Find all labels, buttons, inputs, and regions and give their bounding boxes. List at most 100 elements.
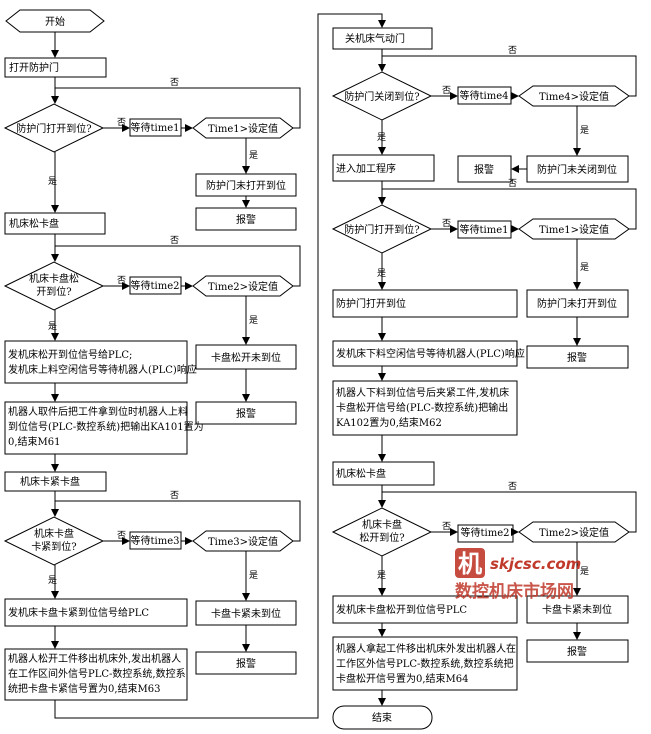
alarm1-label: 报警 [236, 213, 256, 226]
yes-label: 是 [48, 176, 57, 187]
yes-label: 是 [580, 125, 589, 136]
yes-label: 是 [377, 132, 386, 143]
no-label: 否 [508, 45, 517, 56]
door-open-q-label: 防护门打开到位? [16, 122, 91, 135]
no-label: 否 [170, 235, 179, 246]
chuck-loose2-q-label-1: 机床卡盘 [362, 518, 402, 531]
yes-label: 是 [249, 570, 258, 581]
send-loose-box [4, 340, 188, 384]
chuck-loosen2-box [332, 461, 435, 486]
alarm6-box [526, 639, 629, 663]
wait-time2-label: 等待time2 [131, 279, 180, 292]
alarm2-label: 报警 [236, 407, 256, 420]
chuck-clamp-label: 机床卡紧卡盘 [20, 475, 80, 488]
enter-process-label: 进入加工程序 [336, 162, 396, 175]
chuck-loose2-decision [331, 507, 433, 557]
enter-process-box [332, 154, 435, 182]
door-open-ok-label: 防护门打开到位 [336, 297, 406, 310]
no-label: 否 [117, 117, 126, 128]
yes-label: 是 [377, 570, 386, 581]
send-clamp-box [4, 598, 188, 627]
start-terminal [5, 9, 105, 33]
yes-label: 是 [580, 566, 589, 577]
send-loose2-label: 发机床卡盘松开到位信号PLC [336, 603, 467, 616]
no-label: 否 [442, 85, 451, 96]
wait-time1-label: 等待time1 [131, 121, 180, 134]
end-label: 结束 [372, 711, 392, 724]
wait-time3-label: 等待time3 [131, 534, 180, 547]
yes-label: 是 [580, 262, 589, 273]
no-label: 否 [170, 490, 179, 501]
send-unload-box [332, 340, 518, 367]
wait-time2b-label: 等待time2 [461, 526, 510, 539]
alarm3-box [195, 651, 297, 675]
watermark-url: skjcsc.com [490, 555, 581, 573]
yes-label: 是 [377, 268, 386, 279]
alarm5-box [526, 345, 629, 369]
time2b-label: Time2>设定值 [539, 526, 609, 539]
close-door-label: 关机床气动门 [345, 32, 405, 45]
door-not-closed-label: 防护门未关闭到位 [537, 163, 617, 176]
watermark-logo-char: 机 [458, 550, 482, 578]
time1-label: Time1>设定值 [208, 122, 278, 135]
connectors [51, 13, 637, 719]
chuck-loose-q-label-2: 开到位? [36, 285, 71, 298]
robot-load-label-3: KA102置为0,结束M62 [336, 416, 442, 429]
door-not-open-label: 防护门未打开到位 [206, 179, 286, 192]
chuck-not-clamp-label: 卡盘卡紧未到位 [211, 607, 281, 620]
door-open-ok-box [332, 289, 518, 318]
robot-unload-label-2: 工作区外信号PLC-数控系统,数控系统把 [336, 657, 514, 670]
robot-load-label-2: 卡盘松开信号给(PLC-数控系统)把输出 [336, 401, 508, 414]
wait-time4-label: 等待time4 [460, 89, 509, 102]
watermark-logo-block [455, 548, 485, 578]
time3-label: Time3>设定值 [208, 535, 278, 548]
alarm3-label: 报警 [236, 657, 256, 670]
robot-leave-label-3: 统把卡盘卡紧信号置为0,结束M63 [8, 682, 161, 695]
chuck-loose-q-label-1: 机床卡盘松 [29, 272, 79, 285]
chuck-loosen2-label: 机床松卡盘 [336, 467, 386, 480]
no-label: 否 [442, 521, 451, 532]
chuck-loosen-label: 机床松卡盘 [9, 217, 59, 230]
time1b-label: Time1>设定值 [539, 223, 609, 236]
wait-time1b-label: 等待time1 [460, 223, 509, 236]
chuck-loose2-q-label-2: 松开到位? [359, 531, 404, 544]
send-loose-label-2: 发机床上料空闲信号等待机器人(PLC)响应 [8, 363, 197, 376]
yes-label: 是 [249, 150, 258, 161]
door-open2-q-label: 防护门打开到位? [344, 223, 419, 236]
alarm4-label: 报警 [474, 163, 494, 176]
no-label: 否 [170, 77, 179, 88]
yes-label: 是 [48, 575, 57, 586]
door-not-open2-label: 防护门未打开到位 [537, 297, 617, 310]
end-terminal [332, 705, 433, 730]
chuck-clamp-decision [3, 516, 105, 566]
send-loose-label-1: 发机床松开到位信号给PLC; [8, 348, 132, 361]
robot-pick-label-2: 到位信号(PLC-数控系统)把输出KA101置为 [8, 420, 204, 433]
time4-label: Time4>设定值 [539, 90, 609, 103]
no-label: 否 [117, 530, 126, 541]
chuck-not-loose2-label: 卡盘卡紧未到位 [542, 603, 612, 616]
chuck-clamp-q-label-1: 机床卡盘 [34, 527, 74, 540]
robot-pick-box [4, 401, 188, 455]
time2-label: Time2>设定值 [208, 280, 278, 293]
chuck-clamp-q-label-2: 卡紧到位? [31, 540, 76, 553]
alarm2-box [195, 401, 297, 425]
no-label: 否 [508, 481, 517, 492]
start-label: 开始 [45, 15, 65, 28]
robot-load-label-1: 机器人下料到位信号后夹紧工件,发机床 [336, 386, 509, 399]
chuck-not-loose-label: 卡盘松开未到位 [211, 351, 281, 364]
robot-unload-label-3: 卡盘松开信号置为0,结束M64 [336, 672, 469, 685]
send-unload-label: 发机床下料空闲信号等待机器人(PLC)响应 [336, 347, 525, 360]
robot-leave-label-2: 在工作区间外信号PLC-数控系统,数控系 [8, 667, 186, 680]
alarm1-box [195, 207, 297, 231]
robot-pick-label-3: 0,结束M61 [8, 435, 61, 448]
chuck-loose-decision [3, 261, 105, 311]
robot-unload-box [332, 636, 518, 691]
send-clamp-label: 发机床卡盘卡紧到位信号给PLC [8, 606, 149, 619]
yes-label: 是 [249, 315, 258, 326]
robot-pick-label-1: 机器人取件后把工件拿到位时机器人上料 [8, 405, 188, 418]
send-loose2-box [332, 595, 518, 624]
yes-label: 是 [48, 321, 57, 332]
robot-unload-label-1: 机器人拿起工件移出机床外发出机器人在 [336, 642, 516, 655]
